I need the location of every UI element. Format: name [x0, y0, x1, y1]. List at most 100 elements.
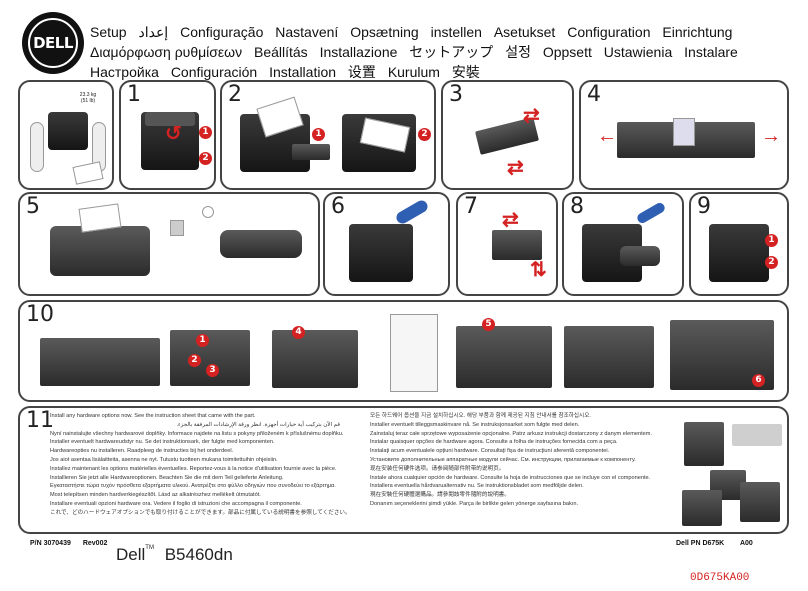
title-setup-fr: Configuration	[567, 24, 651, 40]
callout-5: 5	[482, 318, 495, 331]
step-number: 6	[331, 194, 345, 219]
instr-es: Instale ahora cualquier opción de hardwa…	[370, 474, 651, 481]
title-setup-tr: Kurulum	[387, 64, 440, 80]
instr-ko: 모든 하드웨어 옵션을 지금 설치하십시오. 해당 부품과 함께 제공된 지침 …	[370, 413, 591, 419]
trash-bin-icon	[170, 220, 184, 236]
instr-it: Installare eventuali opzioni hardware or…	[50, 500, 302, 507]
barcode-text: 0D675KA00	[690, 572, 750, 584]
step-number: 11	[26, 408, 54, 433]
panel-step-1: 1 ↺ 1 2	[119, 80, 216, 190]
title-setup-en: Setup	[90, 24, 127, 40]
product-name: DellTM B5460dn	[116, 545, 233, 565]
instr-en: Install any hardware options now. See th…	[50, 413, 256, 419]
panel-step-6: 6	[323, 192, 450, 296]
printer-box	[48, 112, 88, 150]
tray-length-guide	[272, 330, 358, 388]
instr-fr: Installez maintenant les options matérie…	[50, 465, 337, 472]
remove-arrow-left-icon: ←	[597, 125, 617, 147]
product-tm: TM	[145, 545, 154, 551]
printer-body	[349, 224, 413, 282]
blue-hand-icon	[394, 198, 430, 226]
instr-cs: Nyní nainstalujte všechny hardwarové dop…	[50, 430, 344, 437]
footer-part-number: P/N 3070439 Rev002	[30, 540, 117, 547]
step-number: 8	[570, 194, 584, 219]
callout-1: 1	[199, 126, 212, 139]
callout-6: 6	[752, 374, 765, 387]
step-number: 1	[127, 82, 141, 107]
product-brand: Dell	[116, 545, 146, 564]
title-setup-ar: إعداد	[138, 24, 169, 40]
instr-sv: Installera eventuella hårdvarualternativ…	[370, 483, 584, 490]
title-setup-ja: セットアップ	[409, 44, 494, 60]
title-setup-ru: Настройка	[90, 64, 159, 80]
step-number: 4	[587, 82, 601, 107]
instr-ru: Установите дополнительные аппаратные мод…	[370, 456, 636, 463]
instr-ar: قم الآن بتركيب أية خيارات أجهزة. انظر ور…	[176, 421, 340, 428]
step-number: 9	[697, 194, 711, 219]
title-setup-zh-tw: 安裝	[451, 64, 480, 80]
panel-step-11: 11 Install any hardware options now. See…	[18, 406, 789, 534]
instr-zh-cn: 现在安装任何硬件选项。请参阅随部件附带的说明页。	[370, 465, 505, 472]
shake-arrow-icon-2: ⇄	[507, 157, 524, 179]
paper-guides	[170, 330, 250, 386]
title-setup-no: Oppsett	[542, 44, 592, 60]
weight-label: 23.3 kg (51 lb)	[78, 92, 98, 108]
panel-step-4: 4 ← →	[579, 80, 789, 190]
person-left-figure	[30, 122, 44, 172]
option-tray-module	[684, 422, 724, 466]
instr-zh-tw: 現在安裝任何硬體選購品。請參閱該零件隨附的說明書。	[370, 492, 510, 499]
callout-3: 3	[206, 364, 219, 377]
product-model: B5460dn	[164, 545, 233, 564]
instr-fi: Jos aiot asentaa lisälaitteita, asenna n…	[50, 456, 278, 463]
callout-2: 2	[418, 128, 431, 141]
imaging-unit-insert	[50, 226, 150, 276]
shake-arrow-icon: ⇄	[523, 105, 540, 127]
title-setup-hu: Beállítás	[253, 44, 308, 60]
panel-step-9: 9 1 2	[689, 192, 789, 296]
paper-tray-pull	[40, 338, 160, 386]
title-setup-ko: 설정	[505, 44, 531, 60]
footer-pn: P/N 3070439	[30, 540, 71, 547]
step-number: 5	[26, 194, 40, 219]
dell-logo-text: DELL	[33, 34, 73, 52]
callout-1: 1	[765, 234, 778, 247]
step-number: 2	[228, 82, 242, 107]
title-setup-pl: Ustawienia	[603, 44, 673, 60]
title-setup-pt: Configuração	[180, 24, 264, 40]
printer-body	[709, 224, 769, 282]
toner-cartridge	[292, 144, 330, 160]
callout-2: 2	[199, 152, 212, 165]
instr-ja: これで、どのハードウェアオプションでも取り付けることができます。部品に付属してい…	[50, 509, 351, 516]
toner-insert	[620, 246, 660, 266]
footer-dell-pn-text: Dell PN D675K	[676, 540, 725, 547]
callout-2: 2	[765, 256, 778, 269]
instr-pt: Instalar quaisquer opções de hardware ag…	[370, 439, 618, 446]
toner-cartridge	[492, 230, 542, 260]
callout-2: 2	[188, 354, 201, 367]
paper-stack-flex	[390, 314, 438, 392]
title-setup-sv: Installation	[269, 64, 337, 80]
open-arrow-icon: ↺	[165, 123, 182, 145]
title-setup-de: Einrichtung	[662, 24, 733, 40]
title-setup-fi: Asetukset	[493, 24, 556, 40]
instr-no: Installer eventuelt tilleggsmaskinvare n…	[370, 421, 580, 428]
instr-nl: Hardwareopties nu installeren. Raadpleeg…	[50, 448, 234, 455]
photoconductor-drum	[220, 230, 302, 258]
instr-ro: Instalaţi acum eventualele opţiuni hardw…	[370, 448, 610, 455]
option-drawer	[732, 424, 782, 446]
step-number: 3	[449, 82, 463, 107]
blue-hand-icon	[635, 201, 667, 225]
step-number: 7	[464, 194, 478, 219]
panel-step-8: 8	[562, 192, 684, 296]
title-setup-es: Configuración	[170, 64, 258, 80]
callout-1: 1	[312, 128, 325, 141]
step-number: 10	[26, 302, 54, 327]
option-output-bin	[740, 482, 780, 522]
instr-pl: Zainstaluj teraz całe sprzętowe wyposaże…	[370, 430, 652, 437]
blue-tab	[673, 118, 695, 146]
panel-step-7: 7 ⇄ ⇅	[456, 192, 558, 296]
dell-logo-ring: DELL	[28, 18, 78, 68]
shake-arrow-icon: ⇄	[502, 209, 519, 231]
shake-arrow-icon-2: ⇅	[530, 259, 547, 281]
no-touch-icon	[202, 206, 214, 218]
